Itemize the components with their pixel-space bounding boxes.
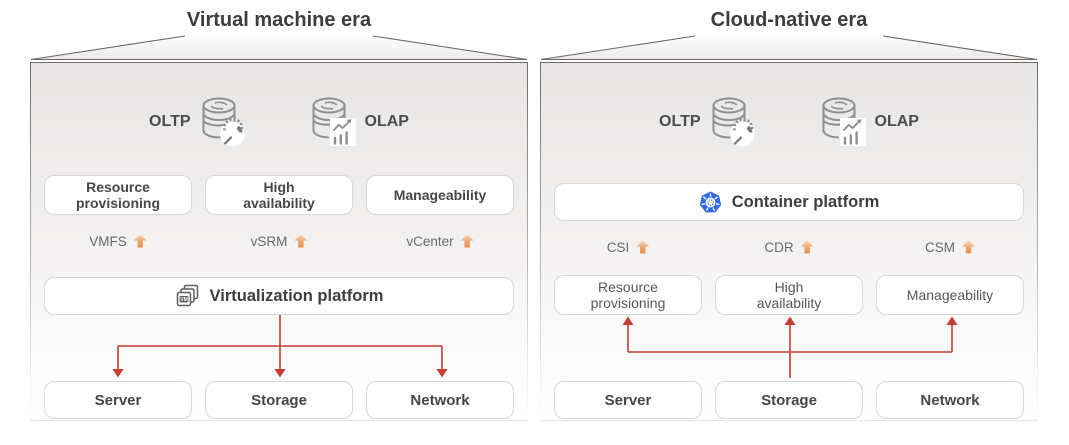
interface-vsrm: vSRM [205, 233, 353, 249]
infra-box-storage: Storage [205, 381, 353, 419]
feature-row: Resource provisioning High availability … [541, 275, 1037, 315]
up-arrow-icon [636, 240, 650, 254]
feature-row: Resource provisioning High availability … [31, 175, 527, 215]
interface-label: vCenter [406, 233, 454, 249]
up-arrow-icon [133, 234, 147, 248]
roof-edge-lines [540, 35, 1038, 61]
interface-vmfs: VMFS [44, 233, 192, 249]
feature-box-high-availability: High availability [715, 275, 863, 315]
infra-box-server: Server [44, 381, 192, 419]
interface-csi: CSI [554, 239, 702, 255]
up-arrow-icon [460, 234, 474, 248]
infra-box-network: Network [876, 381, 1024, 419]
oltp-label: OLTP [149, 113, 191, 130]
platform-label: Virtualization platform [209, 286, 384, 305]
virtualization-platform-box: VM Virtualization platform [44, 277, 514, 315]
infra-box-server: Server [554, 381, 702, 419]
oltp-label: OLTP [659, 113, 701, 130]
interface-cdr: CDR [715, 239, 863, 255]
feature-box-high-availability: High availability [205, 175, 353, 215]
feature-box-manageability: Manageability [876, 275, 1024, 315]
interface-row: VMFS vSRM vCenter [31, 233, 527, 249]
interface-csm: CSM [876, 239, 1024, 255]
container-platform-box: Container platform [554, 183, 1024, 221]
svg-text:VM: VM [180, 297, 188, 303]
up-arrow-icon [294, 234, 308, 248]
database-gauge-icon [200, 97, 246, 147]
up-arrow-icon [800, 240, 814, 254]
feature-box-resource-provisioning: Resource provisioning [44, 175, 192, 215]
cloud-native-era-panel: Cloud-native era OLTP [540, 8, 1038, 421]
panel-roof-3d [30, 34, 528, 61]
database-chart-icon [310, 97, 356, 147]
flow-arrows-down [112, 315, 448, 378]
olap-label: OLAP [874, 113, 919, 130]
infrastructure-row: Server Storage Network [31, 381, 527, 419]
infra-box-network: Network [366, 381, 514, 419]
virtual-machine-panel-body: OLTP [30, 62, 528, 421]
database-chart-icon [820, 97, 866, 147]
era-title: Cloud-native era [710, 9, 868, 31]
era-comparison-diagram: Virtual machine era OLTP [30, 8, 1038, 421]
virtual-machine-era-panel: Virtual machine era OLTP [30, 8, 528, 421]
up-arrow-icon [962, 240, 975, 254]
interface-vcenter: vCenter [366, 233, 514, 249]
infra-box-storage: Storage [715, 381, 863, 419]
feature-box-manageability: Manageability [366, 175, 514, 215]
vm-stack-icon: VM [175, 284, 200, 309]
database-gauge-icon [710, 97, 756, 147]
interface-label: CDR [764, 239, 794, 255]
interface-label: VMFS [89, 233, 127, 249]
workload-row: OLTP [31, 93, 527, 151]
olap-label: OLAP [364, 113, 409, 130]
era-title: Virtual machine era [186, 9, 372, 31]
flow-arrows-up [622, 316, 958, 378]
kubernetes-icon [699, 191, 722, 214]
interface-label: CSM [925, 239, 955, 255]
feature-box-resource-provisioning: Resource provisioning [554, 275, 702, 315]
cloud-native-panel-body: OLTP [540, 62, 1038, 421]
interface-label: vSRM [250, 233, 288, 249]
interface-row: CSI CDR CSM [541, 239, 1037, 255]
panel-roof-3d [540, 34, 1038, 61]
roof-edge-lines [30, 35, 528, 61]
workload-row: OLTP [541, 93, 1037, 151]
platform-label: Container platform [731, 192, 880, 211]
interface-label: CSI [606, 239, 630, 255]
infrastructure-row: Server Storage Network [541, 381, 1037, 419]
